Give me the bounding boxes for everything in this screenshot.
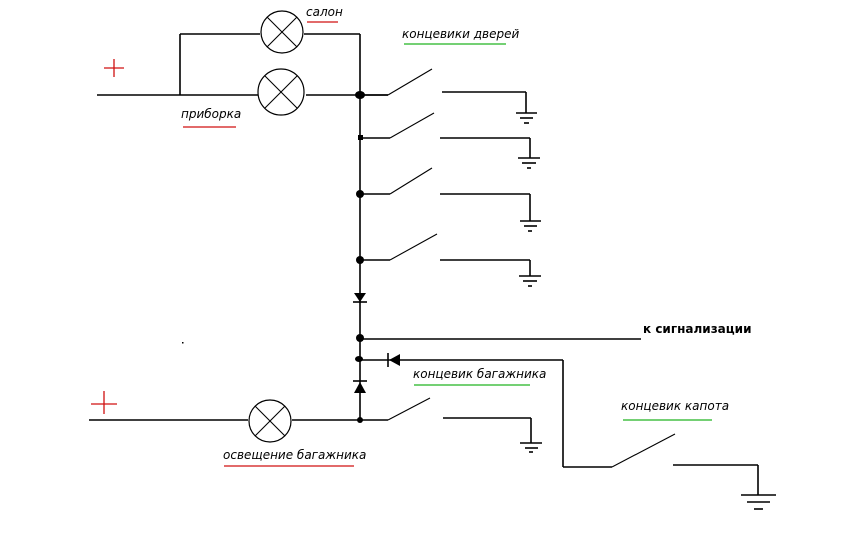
- label-door-switches: концевики дверей: [402, 27, 519, 41]
- trunk-switch: [357, 397, 532, 443]
- label-priborka: приборка: [181, 107, 241, 121]
- top-supply-wires: [97, 33, 388, 96]
- door-switch-4: [356, 233, 531, 276]
- label-to-alarm: к сигнализации: [643, 322, 751, 336]
- label-trunk-light: освещение багажника: [223, 448, 366, 462]
- lamp-priborka: [257, 68, 305, 116]
- label-salon: салон: [306, 5, 343, 19]
- door-switch-3: [356, 167, 531, 221]
- diode-2: [387, 353, 400, 367]
- hood-switch: [611, 433, 759, 495]
- door-switch-2: [358, 112, 531, 158]
- plus-sign-top: [104, 59, 124, 77]
- plus-sign-bottom: [91, 391, 117, 414]
- diode-3: [353, 380, 367, 393]
- lamp-salon: [260, 10, 304, 54]
- ground-2: [518, 157, 540, 169]
- label-hood-switch: концевик капота: [621, 399, 729, 413]
- ground-1: [516, 112, 537, 124]
- ground-5: [520, 442, 542, 453]
- label-trunk-switch: концевик багажника: [413, 367, 546, 381]
- diode-1: [353, 293, 367, 303]
- ground-3: [520, 220, 541, 232]
- door-switch-1: [355, 68, 527, 113]
- ground-4: [519, 275, 541, 287]
- lamp-trunk-light: [248, 399, 292, 443]
- stray-dot: [182, 342, 184, 344]
- ground-6: [741, 494, 776, 510]
- alarm-output: [356, 334, 641, 342]
